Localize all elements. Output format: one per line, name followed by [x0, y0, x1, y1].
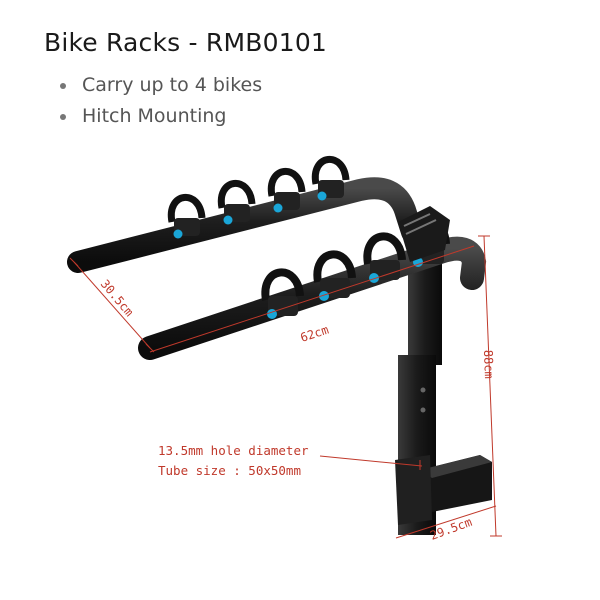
height-dimension-label: 88cm: [481, 350, 496, 379]
feature-item: Hitch Mounting: [56, 101, 262, 132]
bullet-icon: [60, 114, 66, 120]
bullet-icon: [60, 83, 66, 89]
depth-dimension-label: 30.5cm: [98, 277, 137, 319]
hitch-tube: [395, 455, 492, 525]
feature-text: Carry up to 4 bikes: [82, 74, 263, 96]
pivot-bracket: [398, 206, 450, 262]
width-dimension-label: 62cm: [299, 323, 331, 345]
page-title: Bike Racks - RMB0101: [44, 28, 328, 57]
tube-size-note: Tube size : 50x50mm: [158, 463, 301, 478]
hole-diameter-note: 13.5mm hole diameter: [158, 443, 309, 458]
feature-item: Carry up to 4 bikes: [56, 70, 262, 101]
rear-cradles: [167, 156, 350, 239]
feature-list: Carry up to 4 bikes Hitch Mounting: [56, 70, 262, 132]
feature-text: Hitch Mounting: [82, 105, 227, 127]
rear-arm: [67, 177, 423, 273]
dimension-lines: [69, 235, 502, 539]
